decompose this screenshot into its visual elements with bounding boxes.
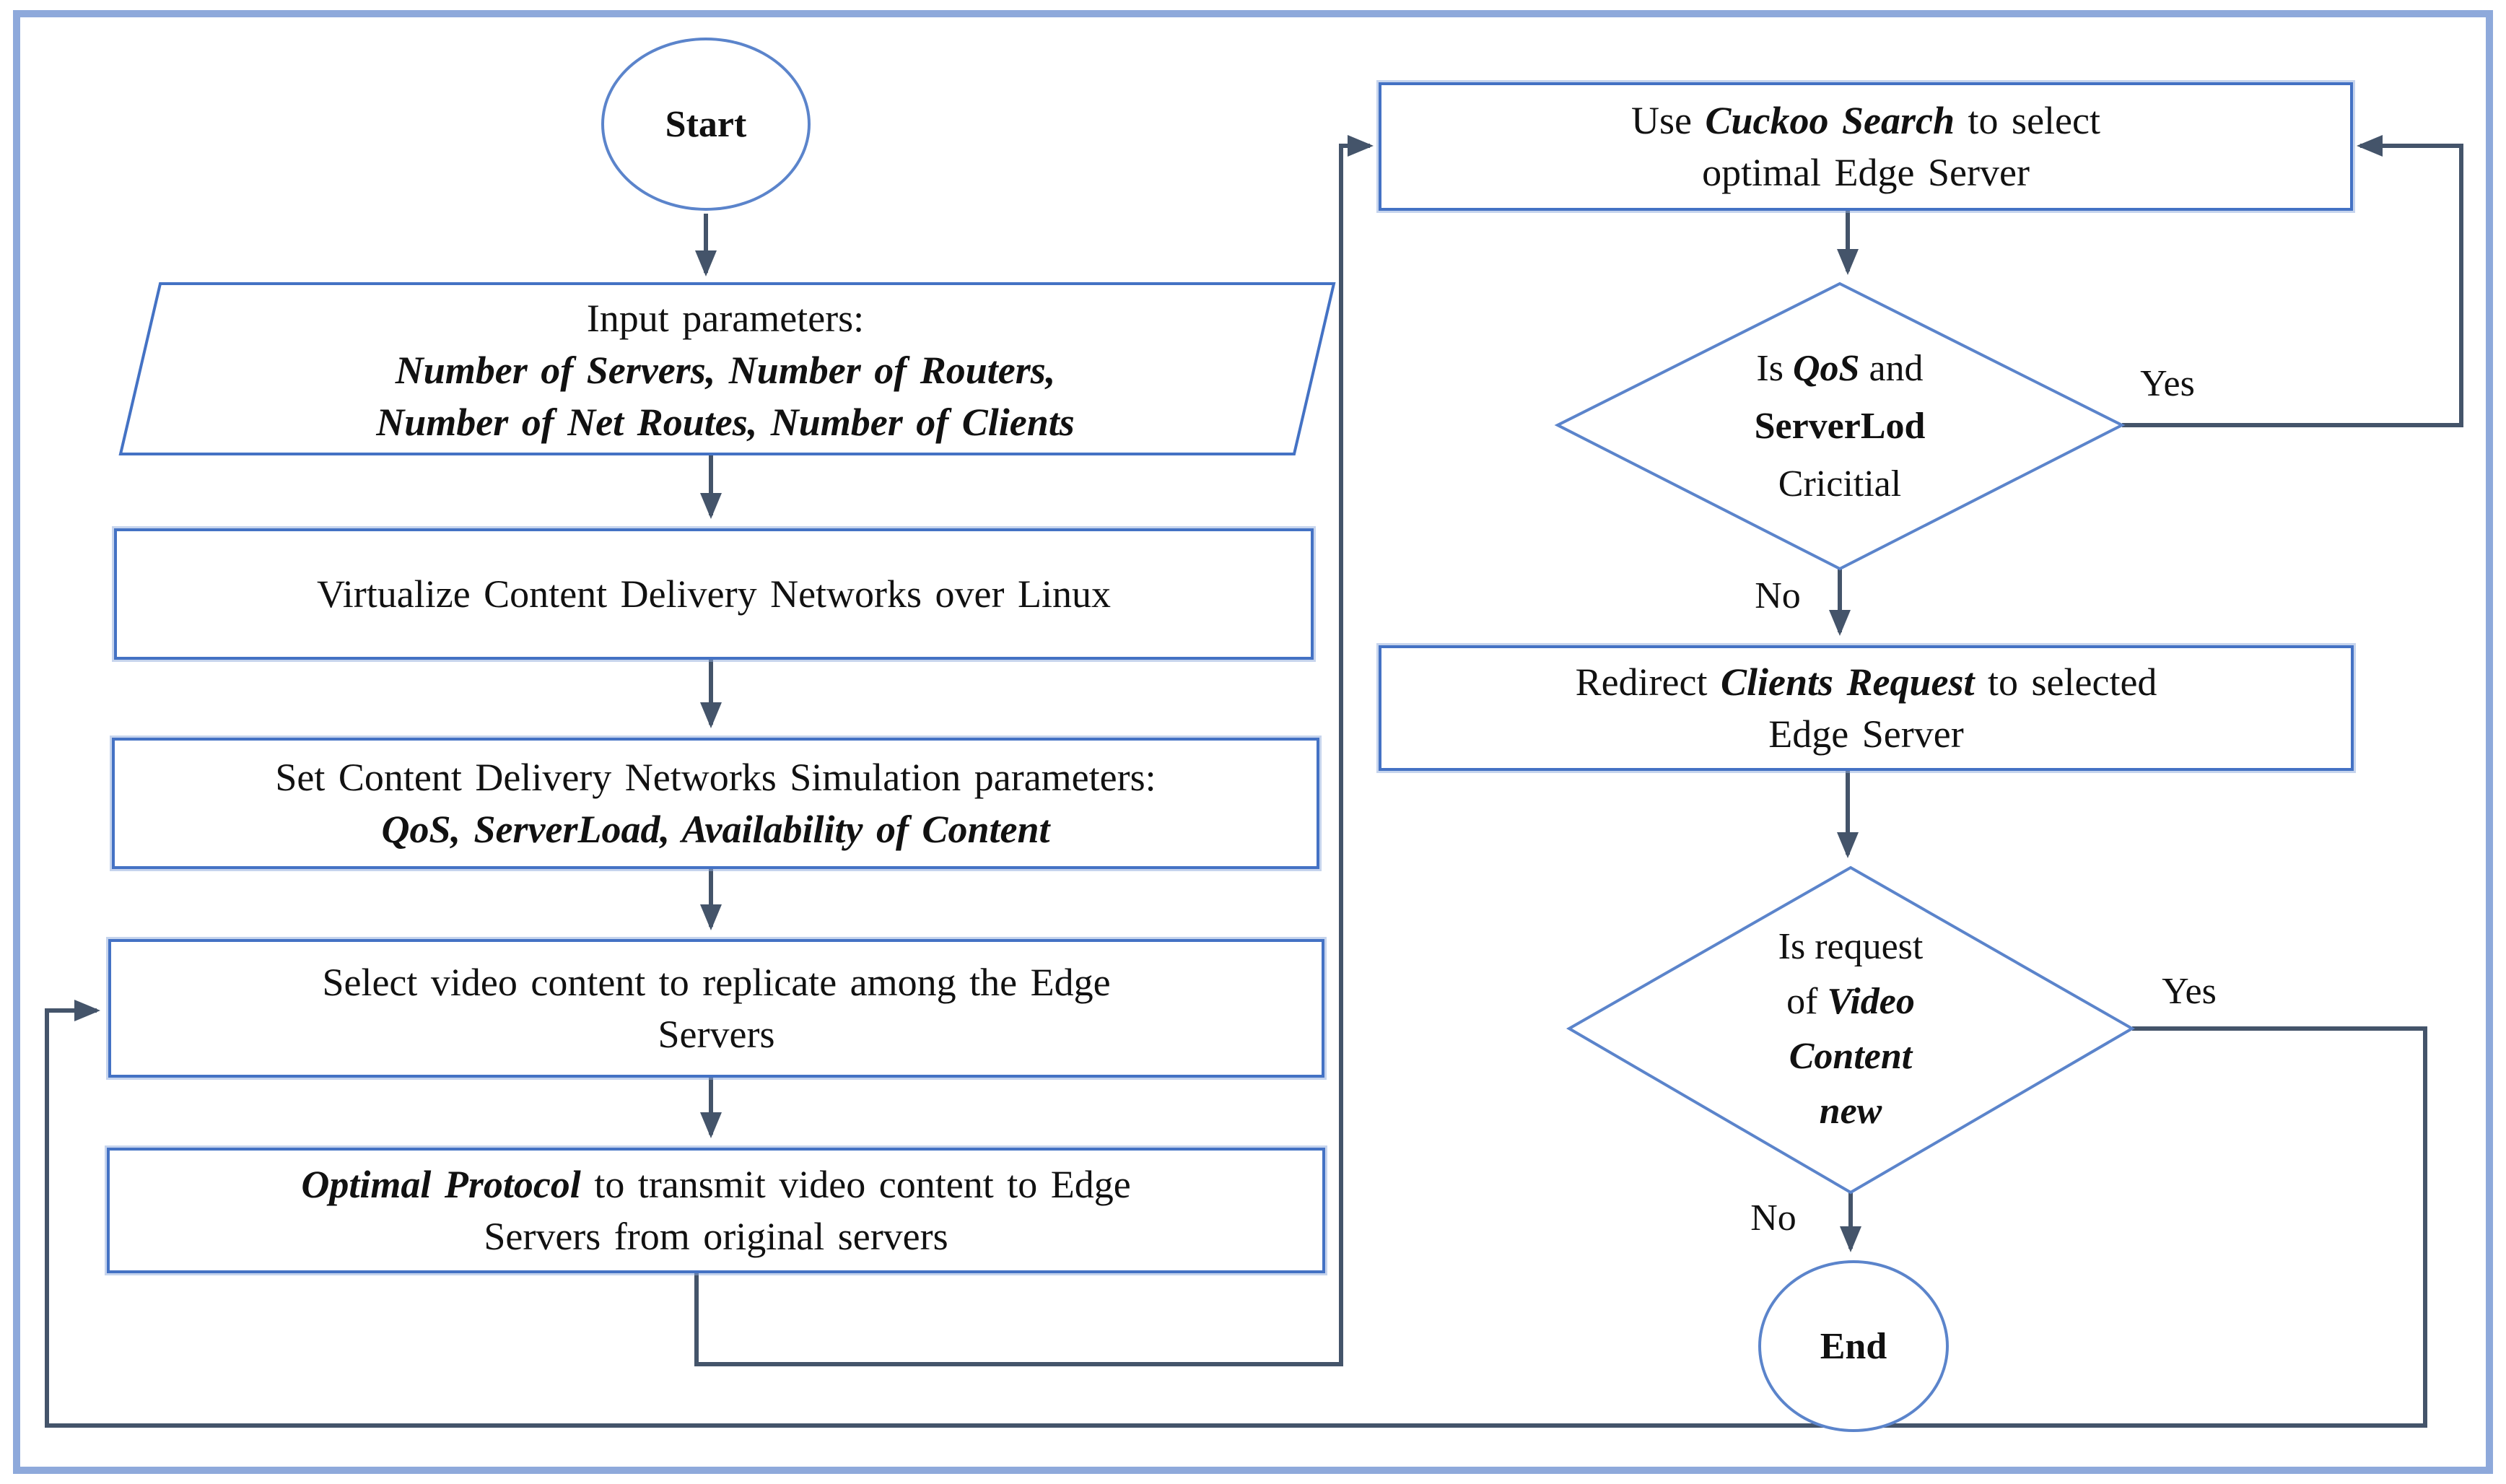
- redirect-line-1: Redirect Clients Request to selected: [1575, 660, 2157, 704]
- optimal-protocol-line-1: Optimal Protocol to transmit video conte…: [301, 1163, 1131, 1206]
- video-decision-node: Is request of Video Content new: [1634, 918, 2067, 1140]
- virtualize-line-1: Virtualize Content Delivery Networks ove…: [317, 572, 1111, 616]
- video-decision-line-4: new: [1819, 1091, 1882, 1132]
- qos-decision-line-2: ServerLod: [1754, 406, 1926, 447]
- video-decision-line-3: Content: [1789, 1036, 1913, 1077]
- cuckoo-line-2: optimal Edge Server: [1702, 151, 2030, 194]
- input-line-1: Input parameters:: [586, 297, 865, 340]
- optimal-protocol-line-2: Servers from original servers: [484, 1215, 948, 1258]
- input-line-2: Number of Servers, Number of Routers,: [395, 349, 1056, 392]
- optimal-protocol-node: Optimal Protocol to transmit video conte…: [107, 1148, 1325, 1273]
- start-label: Start: [665, 103, 747, 145]
- set-parameters-line-1: Set Content Delivery Networks Simulation…: [275, 756, 1156, 799]
- input-line-3: Number of Net Routes, Number of Clients: [376, 401, 1075, 444]
- input-parallelogram-shape: [118, 282, 1336, 455]
- end-node: End: [1758, 1260, 1949, 1432]
- qos-decision-line-3: Cricitial: [1778, 463, 1902, 505]
- set-parameters-node: Set Content Delivery Networks Simulation…: [112, 738, 1319, 869]
- edge-qos-yes-loop: [2122, 135, 2463, 427]
- video-decision-line-1: Is request: [1778, 926, 1924, 967]
- edge-video-yes-loop: [45, 1000, 2427, 1428]
- qos-decision-node: Is QoS and ServerLod Cricitial: [1623, 333, 2056, 520]
- set-parameters-line-2: QoS, ServerLoad, Availability of Content: [381, 808, 1050, 851]
- redirect-request-node: Redirect Clients Request to selected Edg…: [1379, 645, 2354, 771]
- video-diamond-shape: [1566, 865, 2136, 1195]
- virtualize-node: Virtualize Content Delivery Networks ove…: [114, 528, 1314, 660]
- label-video-yes: Yes: [2162, 970, 2217, 1012]
- end-label: End: [1820, 1325, 1887, 1367]
- cuckoo-search-node: Use Cuckoo Search to select optimal Edge…: [1379, 82, 2353, 211]
- select-video-line-1: Select video content to replicate among …: [322, 961, 1111, 1004]
- label-qos-yes: Yes: [2140, 362, 2195, 404]
- qos-diamond-shape: [1554, 281, 2126, 571]
- cuckoo-line-1: Use Cuckoo Search to select: [1631, 99, 2100, 142]
- label-video-no: No: [1750, 1197, 1796, 1239]
- redirect-line-2: Edge Server: [1768, 712, 1964, 756]
- select-video-line-2: Servers: [658, 1013, 775, 1056]
- input-parameters-node: Input parameters: Number of Servers, Num…: [188, 289, 1263, 452]
- edge-optimal-loop-to-cuckoo: [694, 135, 1374, 1366]
- start-node: Start: [601, 38, 811, 211]
- label-qos-no: No: [1755, 575, 1801, 616]
- video-decision-line-2: of Video: [1786, 981, 1915, 1022]
- select-video-node: Select video content to replicate among …: [108, 939, 1324, 1078]
- qos-decision-line-1: Is QoS and: [1756, 348, 1924, 389]
